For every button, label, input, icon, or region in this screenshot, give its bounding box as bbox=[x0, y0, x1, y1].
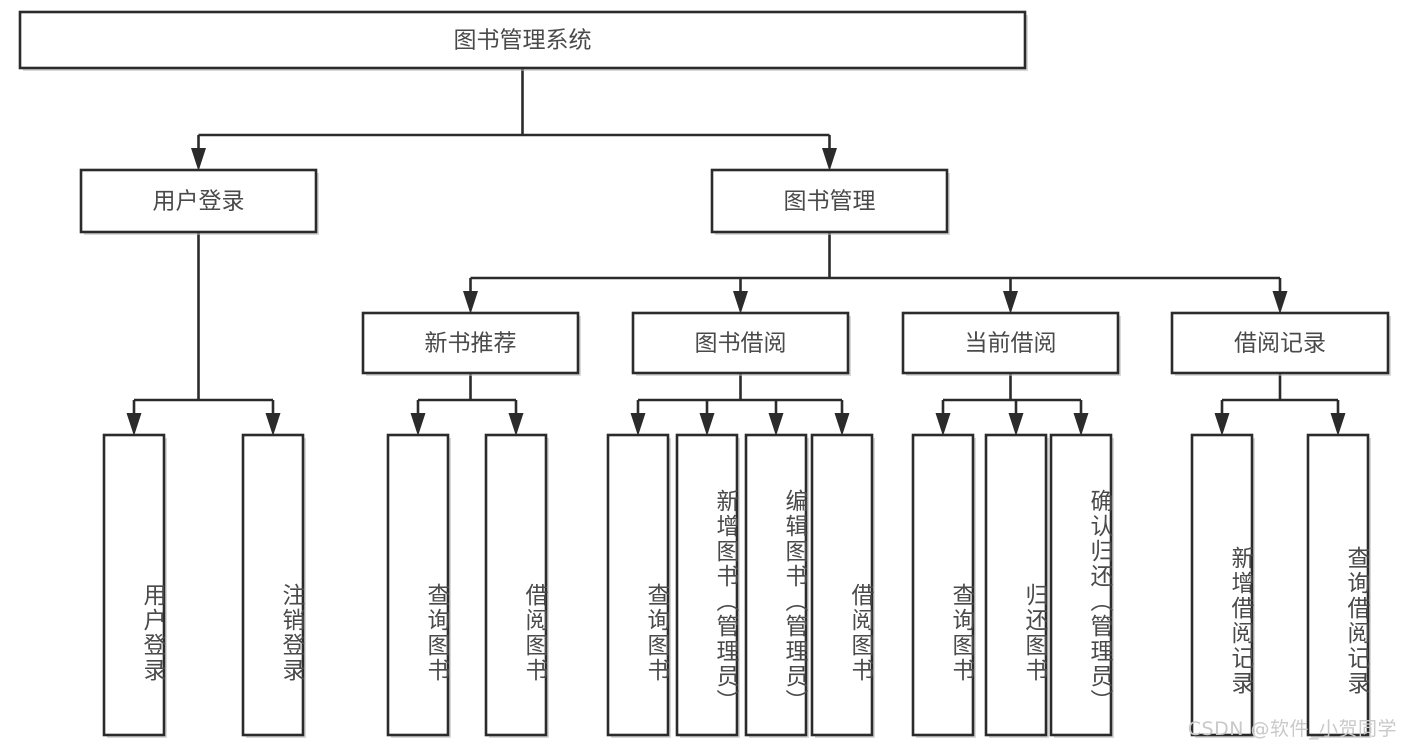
node-box bbox=[675, 433, 739, 737]
edge-arrowhead bbox=[768, 413, 784, 436]
node-label: 借阅记录 bbox=[1234, 331, 1326, 357]
node-box bbox=[984, 433, 1048, 737]
edge-arrowhead bbox=[1272, 291, 1288, 314]
node-leaf-user-logout bbox=[241, 433, 306, 738]
node-current: 当前借阅 bbox=[901, 311, 1121, 376]
edge-group-records bbox=[1214, 373, 1346, 436]
node-leaf-user-login bbox=[102, 433, 167, 738]
edge-arrowhead bbox=[733, 291, 748, 314]
edge-group-borrow bbox=[630, 373, 850, 436]
edge-arrowhead bbox=[265, 413, 281, 436]
edge-arrowhead bbox=[1003, 291, 1018, 314]
node-leaf-current-confirm bbox=[1049, 433, 1114, 738]
node-label: 图书借阅 bbox=[695, 331, 787, 357]
edge-arrowhead bbox=[699, 413, 715, 436]
edge-arrowhead bbox=[1008, 413, 1024, 436]
node-box bbox=[79, 168, 318, 234]
node-box bbox=[911, 433, 975, 737]
node-leaf-current-query bbox=[911, 433, 976, 738]
node-box bbox=[1190, 433, 1254, 737]
node-box bbox=[710, 168, 949, 234]
node-root: 图书管理系统 bbox=[18, 10, 1028, 71]
node-label: 用户登录 bbox=[153, 189, 245, 215]
node-box bbox=[1170, 311, 1390, 375]
node-box bbox=[484, 433, 548, 737]
edge-arrowhead bbox=[1073, 413, 1089, 436]
node-leaf-new-borrow bbox=[484, 433, 549, 738]
node-box bbox=[606, 433, 670, 737]
node-leaf-records-query bbox=[1306, 433, 1371, 738]
node-label: 图书管理 bbox=[784, 189, 876, 215]
node-leaf-borrow-add bbox=[675, 433, 740, 738]
node-box bbox=[744, 433, 808, 737]
node-bookmgmt: 图书管理 bbox=[710, 168, 950, 235]
edge-arrowhead bbox=[508, 413, 524, 436]
edge-arrowhead bbox=[1214, 413, 1230, 436]
edge-group-login bbox=[126, 232, 281, 436]
node-leaf-borrow-edit bbox=[744, 433, 809, 738]
node-records: 借阅记录 bbox=[1170, 311, 1391, 376]
edge-arrowhead bbox=[126, 413, 142, 436]
node-box bbox=[18, 10, 1027, 70]
edge-arrowhead bbox=[834, 413, 850, 436]
edge-group-current bbox=[935, 373, 1089, 436]
node-leaf-current-return bbox=[984, 433, 1049, 738]
node-leaf-records-add bbox=[1190, 433, 1255, 738]
node-borrow: 图书借阅 bbox=[631, 311, 851, 376]
node-label: 新书推荐 bbox=[425, 331, 517, 357]
edge-arrowhead bbox=[191, 148, 206, 171]
edge-arrowhead bbox=[630, 413, 646, 436]
node-newbook: 新书推荐 bbox=[361, 311, 581, 376]
node-box bbox=[901, 311, 1120, 375]
node-box bbox=[631, 311, 850, 375]
edge-arrowhead bbox=[822, 148, 837, 171]
node-label: 当前借阅 bbox=[965, 331, 1057, 357]
node-login: 用户登录 bbox=[79, 168, 319, 235]
edge-group-newbook bbox=[410, 373, 524, 436]
edge-group-root bbox=[191, 68, 837, 171]
edge-arrowhead bbox=[463, 291, 478, 314]
node-box bbox=[102, 433, 166, 737]
node-box bbox=[810, 433, 874, 737]
edge-layer bbox=[126, 68, 1346, 436]
edge-group-bookmgmt bbox=[463, 232, 1288, 314]
node-box bbox=[1049, 433, 1113, 737]
edge-arrowhead bbox=[935, 413, 951, 436]
node-box bbox=[241, 433, 305, 737]
edge-arrowhead bbox=[1330, 413, 1346, 436]
node-box bbox=[1306, 433, 1370, 737]
edge-arrowhead bbox=[410, 413, 426, 436]
node-leaf-borrow-query bbox=[606, 433, 671, 738]
node-box bbox=[361, 311, 580, 375]
node-leaf-new-query bbox=[386, 433, 451, 738]
node-leaf-borrow-take bbox=[810, 433, 875, 738]
csdn-watermark: CSDN @软件_小贺同学 bbox=[1187, 718, 1397, 740]
node-box bbox=[386, 433, 450, 737]
node-label: 图书管理系统 bbox=[454, 28, 592, 54]
